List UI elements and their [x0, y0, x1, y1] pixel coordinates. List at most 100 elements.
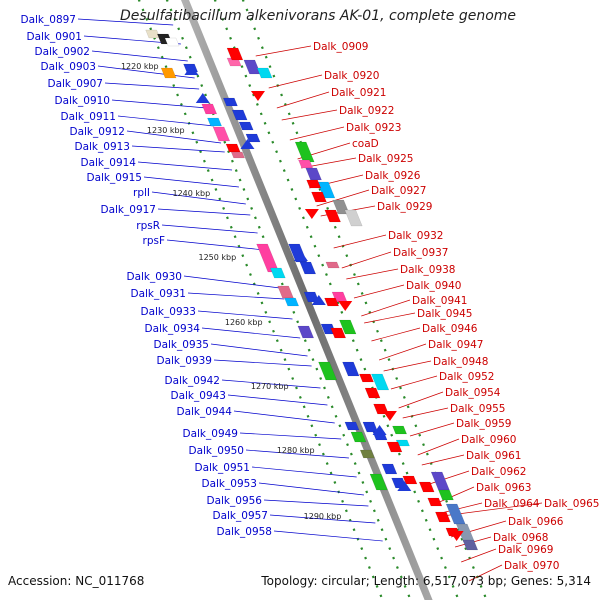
leader-Dalk_0937	[341, 251, 392, 269]
gene-label-Dalk_0932: Dalk_0932	[388, 230, 444, 242]
leader-Dalk_0970	[468, 564, 503, 582]
leader-Dalk_0933	[197, 310, 293, 320]
leader-Dalk_0953	[258, 482, 365, 496]
gene-label-Dalk_0942: Dalk_0942	[165, 375, 221, 387]
gene-feature-10	[207, 117, 223, 127]
strand-arrow-8	[304, 209, 319, 219]
leader-Dalk_0969	[461, 548, 497, 563]
gene-feature-59	[430, 471, 450, 491]
leader-Dalk_0944	[233, 410, 335, 424]
gene-label-Dalk_0910: Dalk_0910	[55, 95, 111, 107]
gene-label-Dalk_0944: Dalk_0944	[177, 406, 233, 418]
gene-labels: Dalk_0897Dalk_0901Dalk_0902Dalk_0903Dalk…	[21, 14, 600, 572]
leader-Dalk_0941	[361, 299, 411, 317]
scale-label-0: 1220 kbp	[121, 62, 159, 71]
gene-label-Dalk_0926: Dalk_0926	[365, 170, 421, 182]
gene-label-Dalk_0935: Dalk_0935	[154, 339, 210, 351]
gene-label-Dalk_0920: Dalk_0920	[324, 70, 380, 82]
leader-Dalk_0964	[441, 502, 483, 514]
leader-Dalk_0927	[316, 189, 370, 207]
gene-feature-53	[386, 441, 403, 453]
gene-feature-31	[277, 285, 294, 299]
gene-feature-2	[164, 37, 180, 47]
gene-label-Dalk_0907: Dalk_0907	[48, 78, 104, 90]
gene-label-Dalk_0909: Dalk_0909	[313, 41, 369, 53]
gene-feature-47	[344, 421, 360, 431]
leader-Dalk_0912	[126, 130, 222, 144]
leader-Dalk_0920	[268, 74, 323, 89]
gene-feature-9	[201, 103, 218, 115]
leader-Dalk_0947	[379, 343, 427, 361]
gene-feature-48	[350, 431, 367, 443]
leader-Dalk_0955	[402, 407, 449, 419]
gene-label-Dalk_0931: Dalk_0931	[131, 288, 187, 300]
gene-label-Dalk_0937: Dalk_0937	[393, 247, 449, 259]
gene-feature-18	[294, 141, 315, 163]
gene-label-Dalk_0938: Dalk_0938	[400, 264, 456, 276]
gene-label-Dalk_0927: Dalk_0927	[371, 185, 427, 197]
gene-feature-64	[418, 481, 435, 493]
gene-label-Dalk_0914: Dalk_0914	[81, 157, 137, 169]
leader-Dalk_0902	[91, 50, 188, 62]
gene-feature-5	[243, 59, 261, 75]
gene-label-coaD: coaD	[352, 138, 379, 150]
leader-rpsR	[161, 224, 258, 234]
topology-text: Topology: circular; Length: 6,517,073 bp…	[261, 574, 591, 588]
gene-label-Dalk_0949: Dalk_0949	[183, 428, 239, 440]
strand-arrow-2	[240, 139, 255, 149]
leader-Dalk_0921	[276, 91, 330, 109]
gene-label-Dalk_0948: Dalk_0948	[433, 356, 489, 368]
genome-title: Desulfatibacillum alkenivorans AK-01, co…	[120, 8, 517, 24]
strand-arrow-6	[397, 481, 412, 491]
gene-label-Dalk_0953: Dalk_0953	[202, 478, 258, 490]
leader-Dalk_0945	[364, 312, 416, 324]
gene-label-Dalk_0903: Dalk_0903	[41, 61, 97, 73]
strand-arrow-10	[382, 411, 397, 421]
gene-feature-26	[344, 209, 363, 227]
scale-label-6: 1280 kbp	[277, 446, 315, 455]
leader-Dalk_0897	[77, 18, 174, 26]
accession-text: Accession: NC_011768	[8, 574, 145, 588]
gene-label-Dalk_0911: Dalk_0911	[61, 111, 117, 123]
gene-feature-63	[462, 539, 479, 551]
gene-label-Dalk_0951: Dalk_0951	[195, 462, 251, 474]
gene-label-Dalk_0956: Dalk_0956	[207, 495, 263, 507]
gene-label-Dalk_0939: Dalk_0939	[157, 355, 213, 367]
gene-feature-13	[230, 151, 246, 159]
leader-Dalk_0915	[143, 176, 239, 188]
gene-feature-45	[364, 387, 381, 399]
gene-label-Dalk_0968: Dalk_0968	[493, 532, 549, 544]
leader-Dalk_0951	[251, 466, 357, 478]
gene-feature-30	[299, 261, 317, 275]
gene-label-Dalk_0963: Dalk_0963	[476, 482, 532, 494]
gene-feature-42	[342, 361, 360, 377]
gene-label-Dalk_0913: Dalk_0913	[75, 141, 131, 153]
scale-label-3: 1250 kbp	[198, 253, 236, 262]
leader-Dalk_0960	[417, 438, 460, 456]
leader-Dalk_0938	[346, 268, 399, 280]
strand-arrow-7	[250, 91, 265, 101]
leader-Dalk_0950	[245, 449, 349, 459]
leader-Dalk_0949	[239, 432, 342, 440]
leader-Dalk_0952	[390, 375, 438, 390]
gene-feature-56	[381, 463, 398, 475]
gene-features	[145, 29, 479, 551]
gene-label-Dalk_0957: Dalk_0957	[213, 510, 269, 522]
gene-label-Dalk_0901: Dalk_0901	[27, 31, 83, 43]
gene-label-Dalk_0966: Dalk_0966	[508, 516, 564, 528]
gene-label-Dalk_0962: Dalk_0962	[471, 466, 527, 478]
gene-label-Dalk_0969: Dalk_0969	[498, 544, 554, 556]
gene-feature-23	[311, 191, 327, 203]
leader-Dalk_0931	[187, 292, 285, 300]
strand-arrow-4	[311, 295, 326, 305]
gene-feature-66	[435, 511, 451, 523]
leader-Dalk_0961	[421, 454, 465, 466]
gene-label-Dalk_0941: Dalk_0941	[412, 295, 468, 307]
gene-label-Dalk_0947: Dalk_0947	[428, 339, 484, 351]
gene-label-Dalk_0960: Dalk_0960	[461, 434, 517, 446]
strand-arrow-0	[184, 65, 199, 75]
gene-feature-25	[324, 209, 342, 223]
gene-label-Dalk_0945: Dalk_0945	[417, 308, 473, 320]
